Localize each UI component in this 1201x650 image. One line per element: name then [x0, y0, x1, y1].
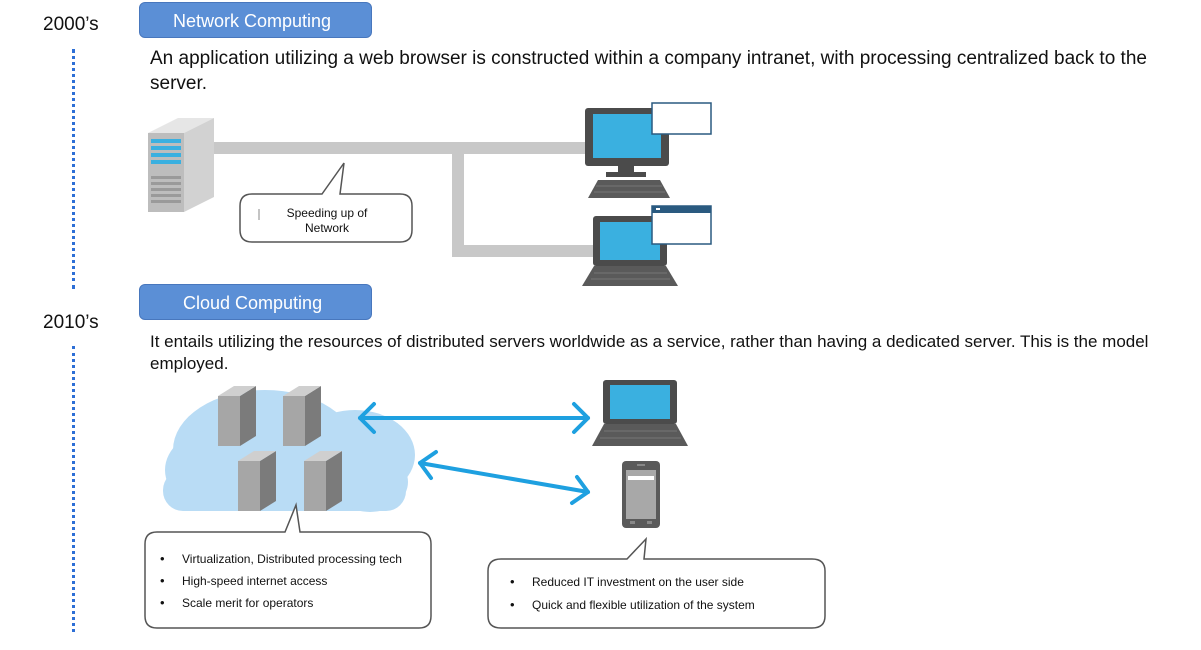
network-bubble-text: Speeding up of Network: [262, 206, 392, 236]
list-item: Virtualization, Distributed processing t…: [156, 551, 426, 574]
network-description: An application utilizing a web browser i…: [150, 48, 1147, 94]
cloud-left-bullet-list: Virtualization, Distributed processing t…: [156, 551, 426, 618]
network-bubble-line: Speeding up of: [286, 206, 368, 220]
list-item: Reduced IT investment on the user side: [506, 574, 816, 598]
double-arrow-icon: [358, 402, 590, 434]
cloud-right-bullet-list: Reduced IT investment on the user side Q…: [506, 574, 816, 621]
era-2010s-label: 2010’s: [43, 312, 99, 333]
server-icon: [148, 118, 214, 212]
timeline-dotted-line: [72, 346, 75, 632]
cloud-computing-header: Cloud Computing: [139, 284, 372, 320]
list-item: Quick and flexible utilization of the sy…: [506, 597, 816, 621]
double-arrow-icon: [418, 450, 590, 505]
cloud-server-icon: [304, 451, 342, 511]
cloud-server-icon: [218, 386, 256, 446]
list-item: High-speed internet access: [156, 573, 426, 596]
desktop-computer-icon: [585, 102, 712, 198]
network-bubble-line: Network: [304, 221, 349, 235]
cloud-description: It entails utilizing the resources of di…: [150, 332, 1149, 373]
era-2000s-label: 2000’s: [43, 14, 99, 35]
network-bubble: [239, 162, 413, 243]
smartphone-icon: [622, 461, 660, 528]
network-computing-header: Network Computing: [139, 2, 372, 38]
cloud-server-icon: [283, 386, 321, 446]
network-connector: [210, 142, 597, 257]
laptop-icon: [592, 380, 688, 446]
list-item: Scale merit for operators: [156, 595, 426, 618]
cloud-server-icon: [238, 451, 276, 511]
timeline-dotted-line: [72, 49, 75, 289]
laptop-icon: [582, 205, 712, 286]
